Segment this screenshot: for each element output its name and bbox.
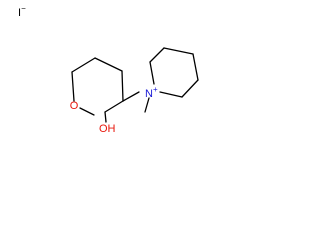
piperidinium-ring — [149, 47, 199, 98]
ring-oxygen-label: O — [70, 100, 79, 112]
hydroxyl-label: OH — [99, 123, 116, 135]
bond-c1-o1 — [79, 107, 95, 116]
bond-cb-cc — [163, 47, 194, 55]
bond-c-n — [122, 91, 140, 102]
ammonium-charge: + — [153, 85, 158, 94]
bond-n-ca — [149, 61, 155, 85]
bond-c6-c1 — [104, 100, 124, 113]
bond-c4-c5 — [94, 57, 123, 72]
ammonium-nitrogen-label: N+ — [145, 85, 158, 100]
bond-n-methyl — [144, 97, 150, 113]
iodide-label: I− — [18, 4, 26, 19]
bond-cc-cd — [192, 53, 199, 81]
iodide-charge: − — [21, 4, 26, 13]
bond-cd-ce — [181, 79, 199, 98]
bond-c5-c6 — [121, 70, 124, 102]
bond-o1-c2 — [71, 71, 75, 102]
bond-ce-n — [159, 91, 183, 98]
bond-c-oh — [104, 111, 107, 123]
bond-ca-cb — [149, 47, 165, 63]
structure-drawing: I− O OH N+ — [18, 4, 199, 135]
bond-c3-c4 — [71, 57, 96, 73]
molecule-diagram: I− O OH N+ — [0, 0, 216, 135]
oxane-ring — [71, 57, 124, 116]
